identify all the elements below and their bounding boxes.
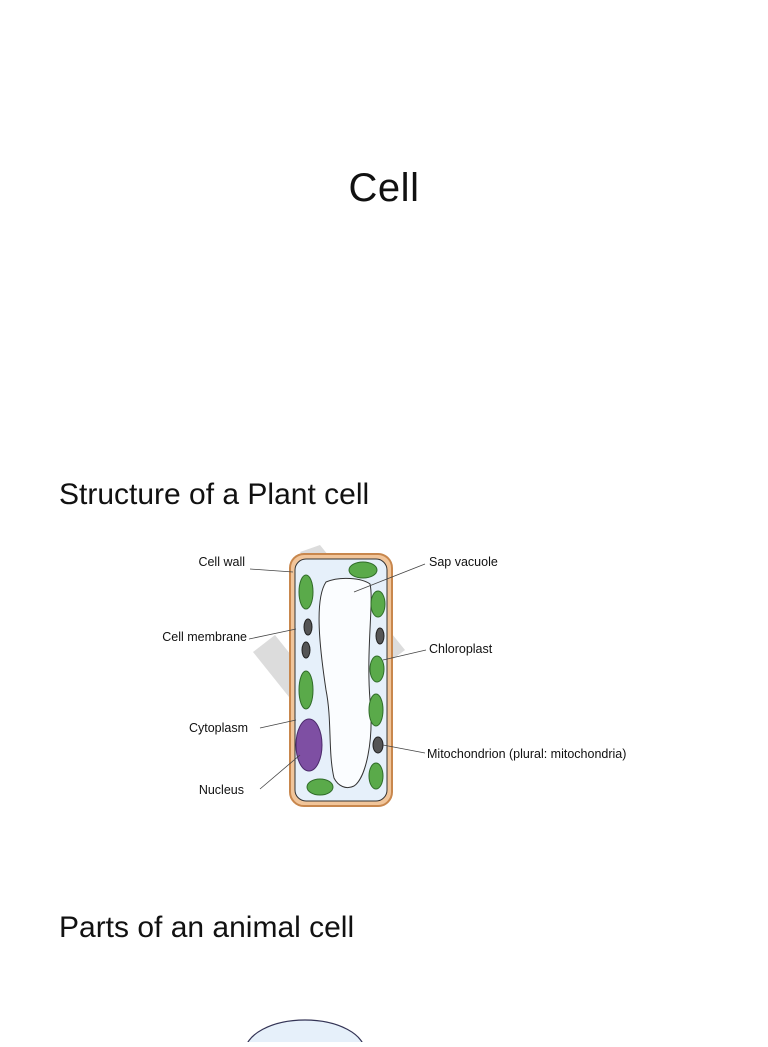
label-sap-vacuole: Sap vacuole [429, 555, 498, 569]
label-cytoplasm: Cytoplasm [189, 721, 248, 735]
label-nucleus: Nucleus [199, 783, 244, 797]
plant-cell-heading: Structure of a Plant cell [59, 478, 369, 512]
animal-cell-diagram-partial [230, 1012, 380, 1042]
nucleus-shape [296, 719, 322, 771]
label-cell-wall: Cell wall [198, 555, 245, 569]
animal-cell-heading: Parts of an animal cell [59, 911, 354, 945]
page-title: Cell [0, 166, 768, 211]
label-chloroplast: Chloroplast [429, 642, 493, 656]
label-cell-membrane: Cell membrane [162, 630, 247, 644]
plant-cell-diagram: Cell wall Cell membrane Cytoplasm Nucleu… [150, 540, 670, 820]
label-mitochondrion: Mitochondrion (plural: mitochondria) [427, 747, 626, 761]
